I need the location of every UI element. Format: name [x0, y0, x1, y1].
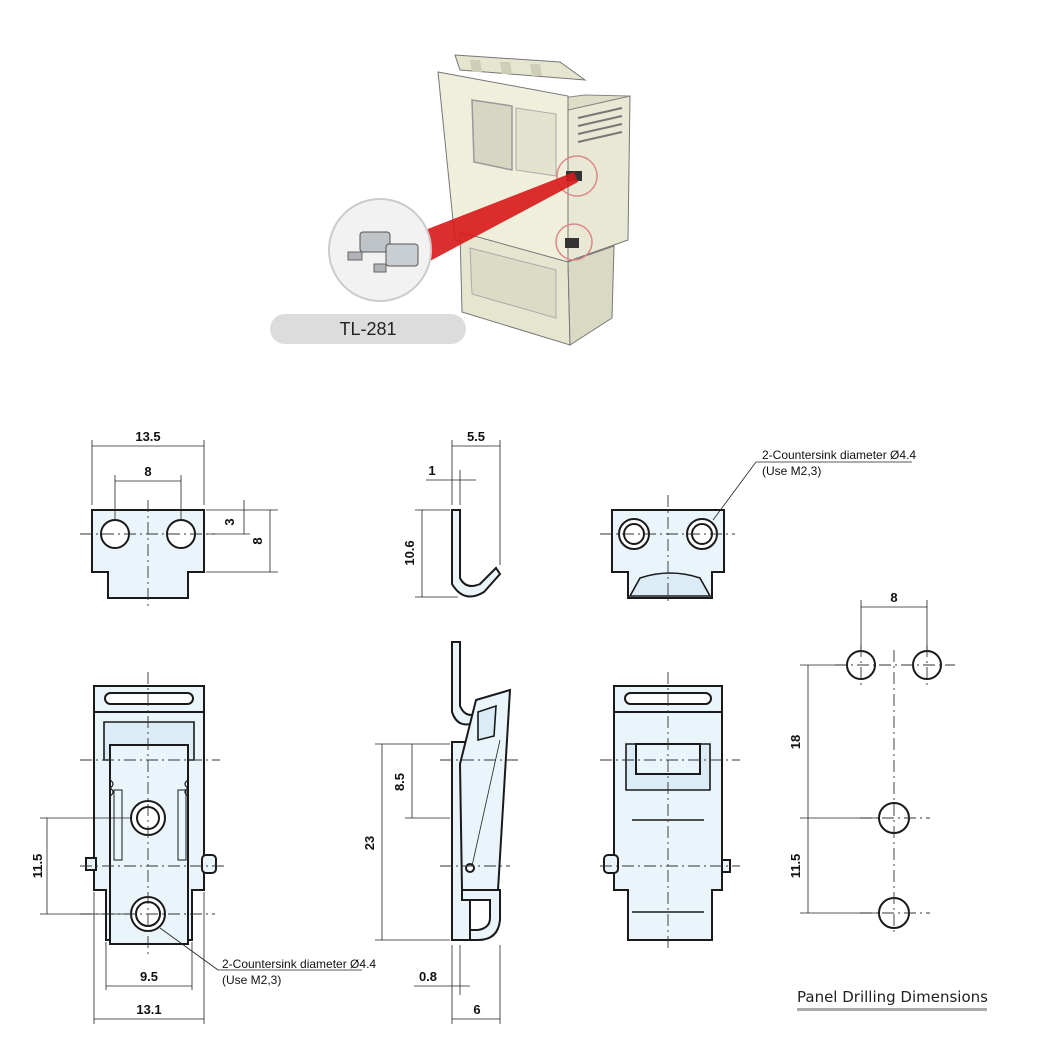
- dim-drill-x: 8: [890, 590, 897, 605]
- keeper-front-view: 13.5 8 3 8: [80, 429, 278, 610]
- keeper-back-view: 2-Countersink diameter Ø4.4 (Use M2,3): [600, 448, 916, 605]
- enclosure-illustration: [328, 54, 631, 346]
- dim-main-inner-width: 9.5: [140, 969, 158, 984]
- model-label-pill: TL-281: [270, 314, 466, 344]
- panel-drilling-caption: Panel Drilling Dimensions: [797, 988, 988, 1006]
- keeper-side-view: 5.5 1 10.6: [402, 429, 502, 598]
- dim-side-width: 6: [473, 1002, 480, 1017]
- dim-hook-depth: 5.5: [467, 429, 485, 444]
- dim-top-offset: 3: [222, 518, 237, 525]
- dim-hook-thickness: 1: [428, 463, 435, 478]
- dim-top-width: 13.5: [135, 429, 160, 444]
- latch-back-view: [600, 672, 740, 950]
- panel-drilling-layout: 8 18 11.5: [788, 590, 955, 935]
- dim-main-width: 13.1: [136, 1002, 161, 1017]
- latch-front-view: 11.5 9.5 13.1 2-Countersink diameter Ø4.…: [30, 672, 376, 1024]
- dim-hook-height: 10.6: [402, 540, 417, 565]
- dim-drill-y2: 11.5: [788, 854, 803, 879]
- latch-photo: [347, 231, 419, 273]
- countersink-note-1: 2-Countersink diameter Ø4.4: [762, 448, 916, 462]
- dim-side-upper: 8.5: [392, 773, 407, 791]
- latch-springs: [113, 789, 187, 861]
- countersink-use-1: (Use M2,3): [762, 464, 821, 478]
- dim-drill-y1: 18: [788, 735, 803, 749]
- dim-side-total: 23: [362, 836, 377, 850]
- dim-main-hole-spacing: 11.5: [30, 854, 45, 879]
- latch-side-view: 23 8.5 0.8 6: [362, 641, 520, 1024]
- dim-top-hole-spacing: 8: [144, 464, 151, 479]
- model-label: TL-281: [339, 318, 397, 339]
- countersink-note-2: 2-Countersink diameter Ø4.4: [222, 957, 376, 971]
- countersink-use-2: (Use M2,3): [222, 973, 281, 987]
- caption-underline: [797, 1008, 987, 1011]
- dim-top-height: 8: [250, 537, 265, 544]
- dim-side-plate: 0.8: [419, 969, 437, 984]
